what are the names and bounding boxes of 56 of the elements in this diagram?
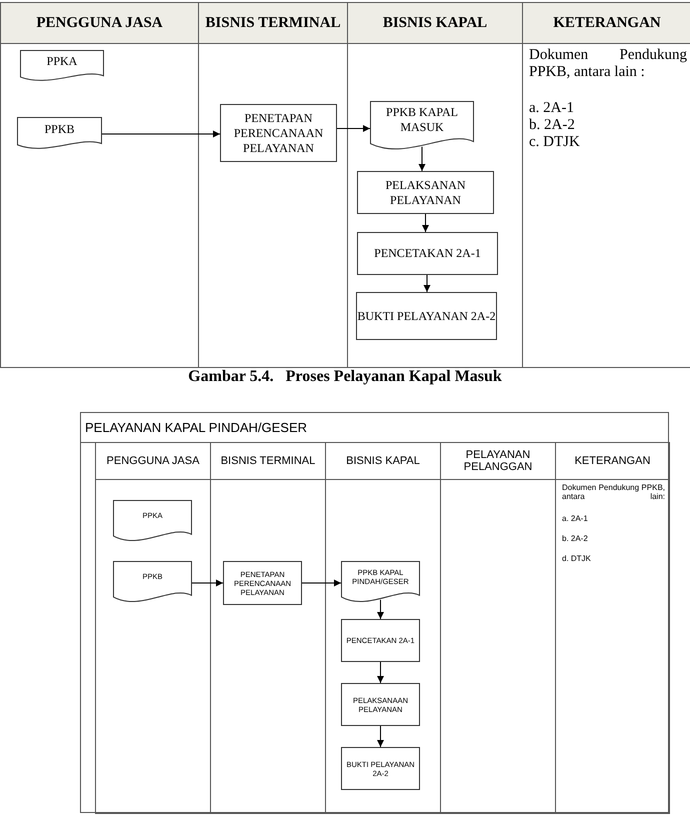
node-label: PELAKSANAN PELAYANAN xyxy=(384,178,466,208)
process-box xyxy=(357,171,494,214)
swimlane xyxy=(0,2,199,368)
process-box xyxy=(341,747,420,790)
note-text: b. 2A-2 xyxy=(562,534,589,543)
node-label: PPKA xyxy=(46,53,78,70)
node-label: PENCETAKAN 2A-1 xyxy=(374,246,481,261)
pool-frame xyxy=(80,412,669,813)
document-shape xyxy=(20,50,104,83)
note-text: c. DTJK xyxy=(529,134,581,151)
note-text: d. DTJK xyxy=(562,554,592,563)
lane-header: BISNIS TERMINAL xyxy=(199,3,347,44)
swimlane xyxy=(347,2,523,368)
arrow xyxy=(377,599,384,620)
node-label: PENETAPAN PERENCANAAN PELAYANAN xyxy=(232,110,324,156)
arrow xyxy=(418,146,426,172)
lane-header: PELAYANAN PELANGGAN xyxy=(441,443,555,480)
swimlane xyxy=(522,2,690,368)
arrow xyxy=(192,580,224,586)
process-box xyxy=(356,292,497,340)
process-box xyxy=(341,619,420,662)
process-box xyxy=(341,683,420,726)
arrow xyxy=(422,214,429,232)
process-box xyxy=(223,561,302,605)
swimlane xyxy=(198,2,348,368)
note-text: Dokumen Pendukung PPKB, antara lain: xyxy=(562,483,665,501)
arrow xyxy=(336,125,370,132)
lane-header: BISNIS KAPAL xyxy=(326,443,440,480)
node-label: PPKB xyxy=(43,120,76,138)
note-text: Dokumen Pendukung PPKB, antara lain : xyxy=(529,47,687,81)
lane-header: KETERANGAN xyxy=(523,3,690,44)
document-shape xyxy=(341,561,420,605)
arrow xyxy=(377,726,384,748)
note-text: a. 2A-1 xyxy=(562,514,589,523)
arrow xyxy=(377,662,384,684)
lane-header: BISNIS KAPAL xyxy=(348,3,522,44)
note-text: a. 2A-1 xyxy=(529,100,575,117)
figure-caption: Gambar 5.4. Proses Pelayanan Kapal Masuk xyxy=(187,368,503,386)
pool-title: PELAYANAN KAPAL PINDAH/GESER xyxy=(81,413,668,443)
lane-header: BISNIS TERMINAL xyxy=(211,443,325,480)
document-shape xyxy=(113,500,192,544)
note-text: b. 2A-2 xyxy=(529,117,576,134)
lane-header: PENGGUNA JASA xyxy=(1,3,198,44)
lane-header: PENGGUNA JASA xyxy=(96,443,210,480)
node-label: BUKTI PELAYANAN 2A-2 xyxy=(357,308,496,324)
lane-header: KETERANGAN xyxy=(556,443,669,480)
document-shape xyxy=(113,561,192,605)
arrow xyxy=(102,130,220,138)
process-box xyxy=(220,104,337,162)
process-box xyxy=(357,232,498,275)
swimlane xyxy=(555,442,670,814)
arrow xyxy=(302,580,342,586)
swimlane xyxy=(95,442,211,814)
arrow xyxy=(424,274,430,292)
document-shape xyxy=(17,117,102,151)
node-label: PPKB KAPAL MASUK xyxy=(385,104,459,136)
